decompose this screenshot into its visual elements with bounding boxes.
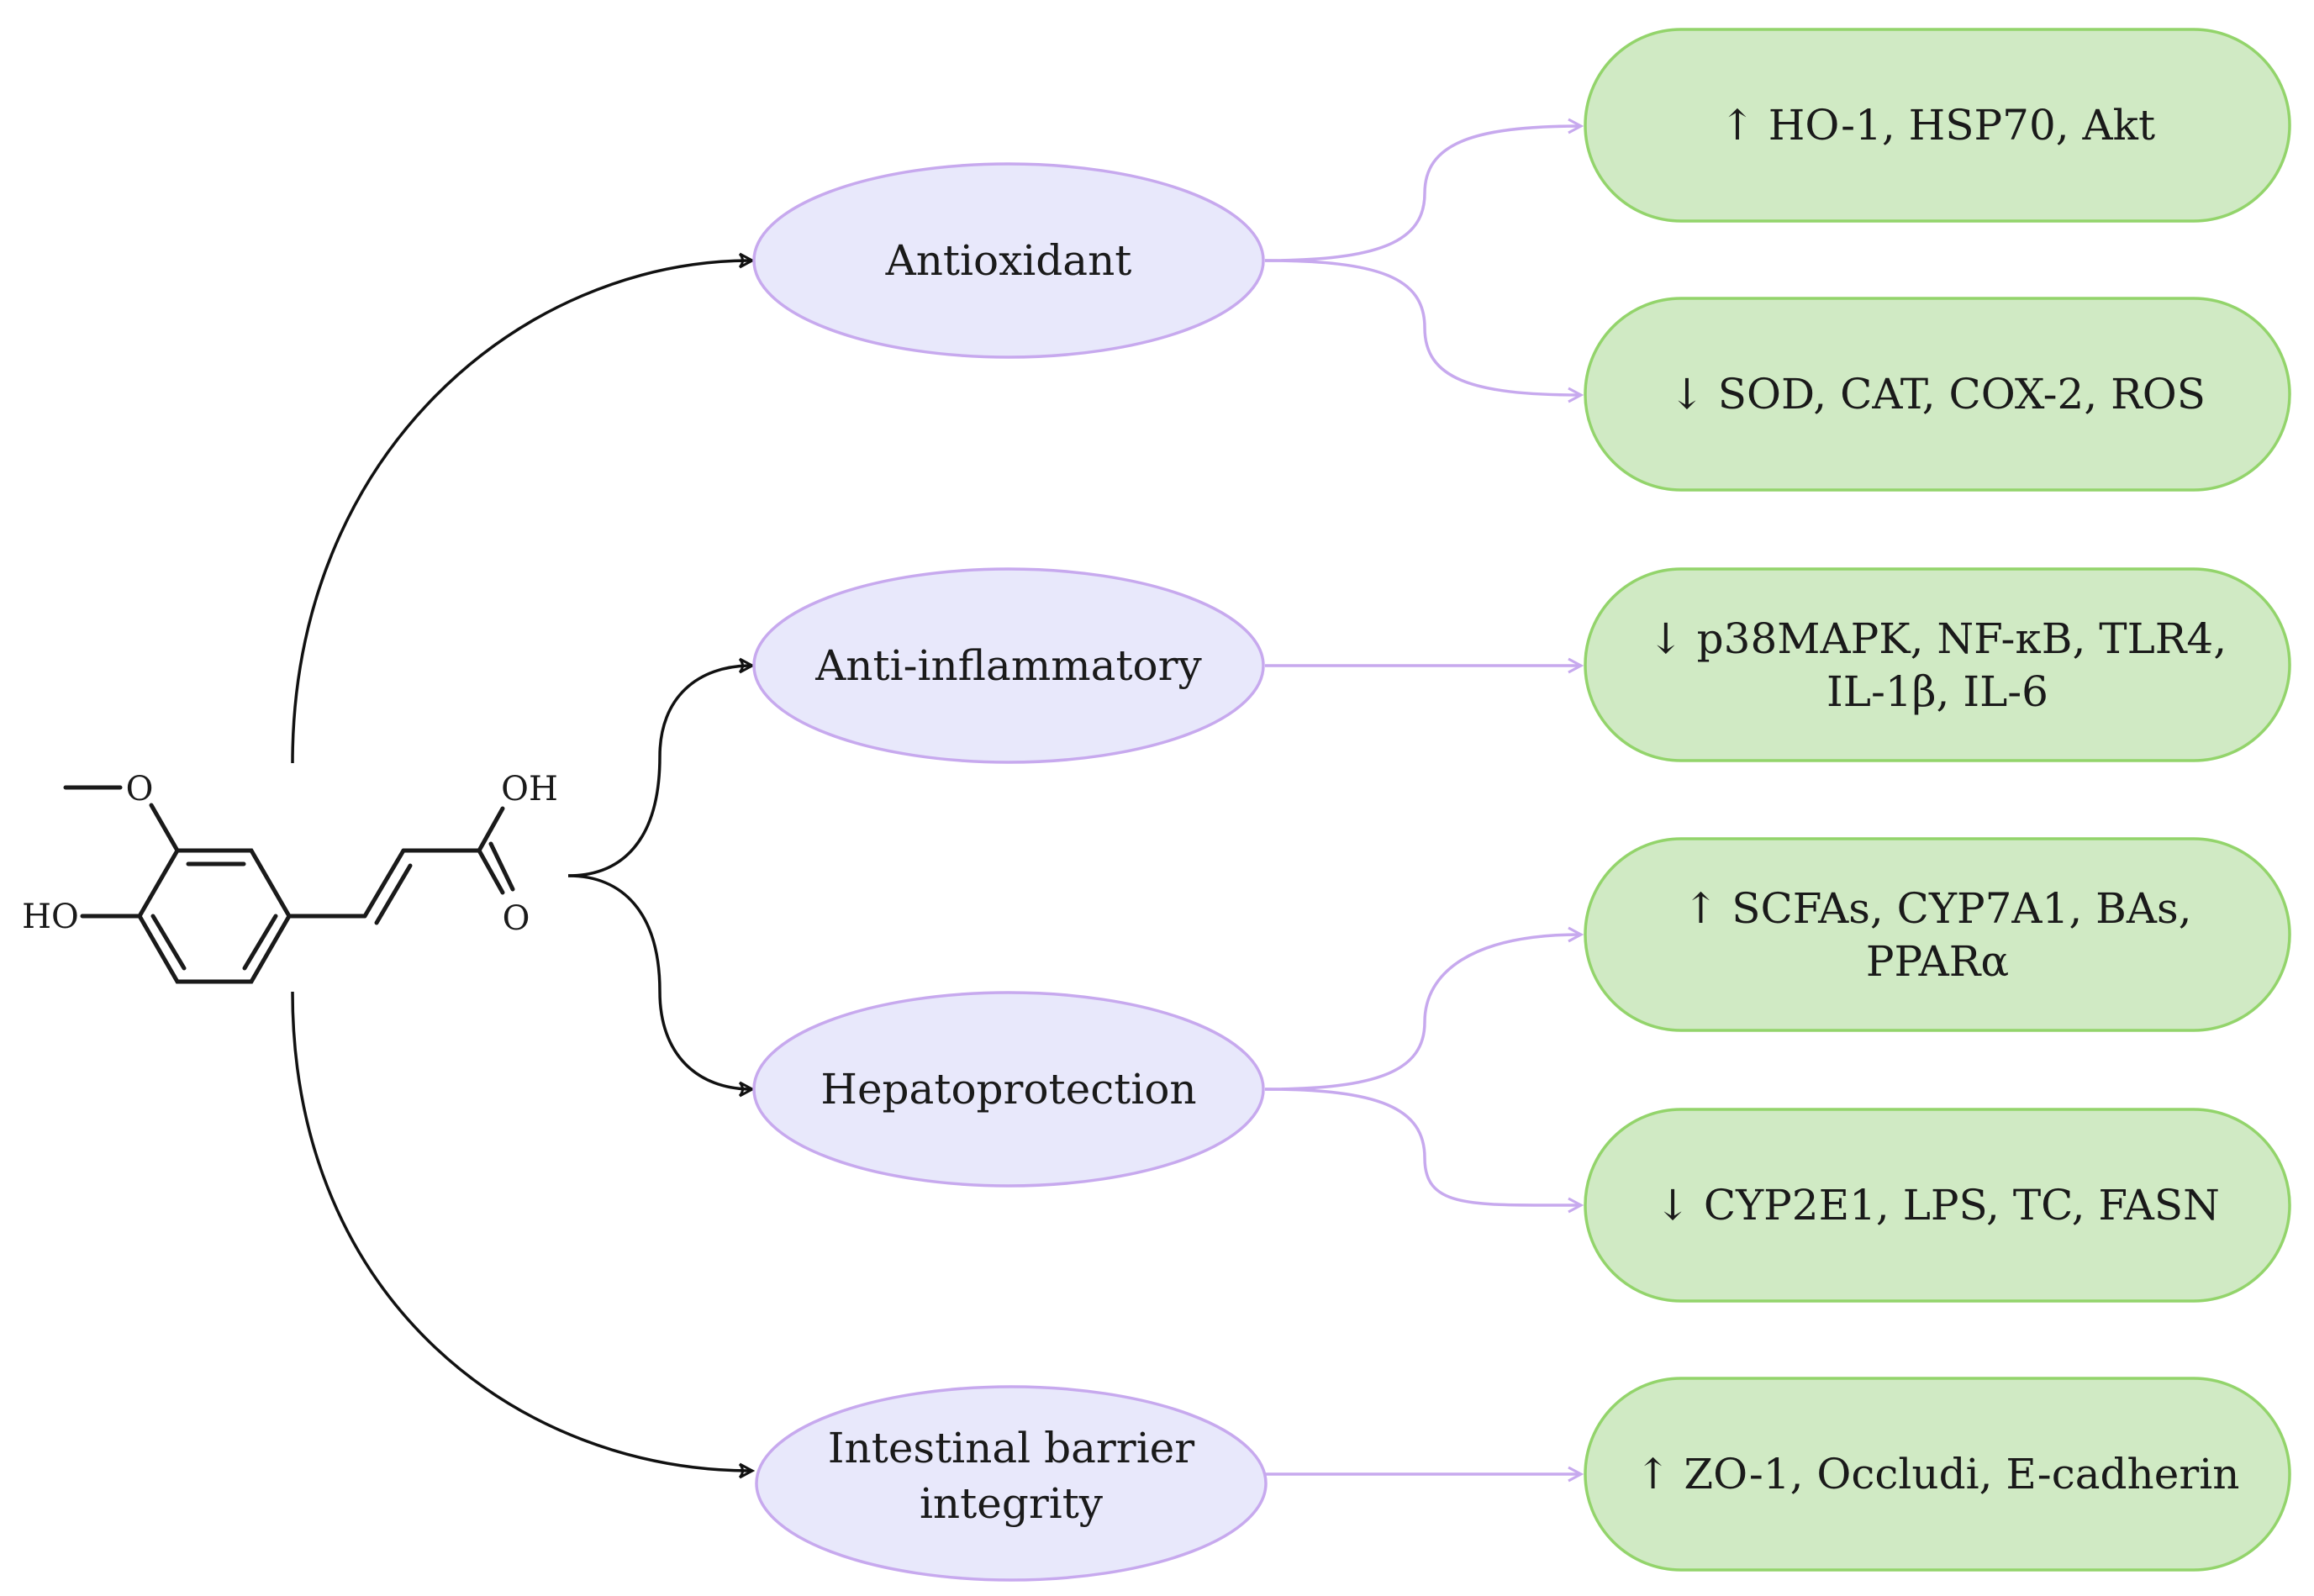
- effect-pill: [1584, 567, 2291, 762]
- arrow-to-intestinal-barrier: [291, 991, 751, 1471]
- effect-pill: [1584, 1377, 2291, 1572]
- effect-label: ↑ ZO-1, Occludi, E-cadherin: [1636, 1450, 2240, 1499]
- acid-hydroxyl-label: OH: [501, 770, 558, 809]
- carbonyl-oxygen-label: O: [503, 899, 530, 938]
- arrow-to-hepatoprotection: [567, 874, 751, 1089]
- effect-antioxidant-down: ↓ SOD, CAT, COX-2, ROS: [1584, 297, 2291, 492]
- effect-antioxidant-up: ↑ HO-1, HSP70, Akt: [1584, 28, 2291, 223]
- category-label-line-1: Intestinal barrier: [828, 1424, 1194, 1472]
- category-label: Antioxidant: [885, 236, 1132, 285]
- molecule-arrows: [291, 261, 751, 1471]
- arrow-to-anti-inflammatory: [567, 666, 751, 877]
- effect-label-line-2: IL-1β, IL-6: [1826, 667, 2048, 716]
- category-antioxidant: Antioxidant: [752, 162, 1265, 359]
- category-ellipse: [752, 567, 1265, 764]
- category-ellipse: [752, 991, 1265, 1188]
- effect-intestinal-barrier-up: ↑ ZO-1, Occludi, E-cadherin: [1584, 1377, 2291, 1572]
- arrow-hepatoprotection-down: [1264, 1088, 1580, 1205]
- methoxy-oxygen-label: O: [126, 770, 154, 809]
- hydroxyl-label: HO: [22, 898, 79, 936]
- ferulic-acid-molecule: O HO OH O: [22, 770, 558, 984]
- category-label: Anti-inflammatory: [814, 641, 1202, 690]
- effect-pill: [1584, 837, 2291, 1032]
- effect-label-line-1: ↑ SCFAs, CYP7A1, BAs,: [1683, 884, 2191, 933]
- arrow-to-antioxidant: [291, 261, 751, 764]
- arrow-antioxidant-up: [1264, 126, 1580, 262]
- effect-hepatoprotection-up: ↑ SCFAs, CYP7A1, BAs, PPARα: [1584, 837, 2291, 1032]
- category-label-line-2: integrity: [920, 1479, 1104, 1528]
- arrow-antioxidant-down: [1264, 259, 1580, 395]
- category-anti-inflammatory: Anti-inflammatory: [752, 567, 1265, 764]
- category-label: Hepatoprotection: [820, 1065, 1196, 1114]
- effect-label-line-1: ↓ p38MAPK, NF-κB, TLR4,: [1648, 614, 2227, 663]
- category-intestinal-barrier: Intestinal barrier integrity: [755, 1385, 1268, 1582]
- arrow-hepatoprotection-up: [1264, 935, 1580, 1091]
- category-ellipse: [755, 1385, 1268, 1582]
- effect-pill: [1584, 28, 2291, 223]
- effect-label: ↓ SOD, CAT, COX-2, ROS: [1669, 370, 2206, 419]
- effect-label: ↓ CYP2E1, LPS, TC, FASN: [1655, 1181, 2220, 1230]
- effect-arrows: [1264, 126, 1580, 1474]
- category-ellipse: [752, 162, 1265, 359]
- effect-anti-inflammatory: ↓ p38MAPK, NF-κB, TLR4, IL-1β, IL-6: [1584, 567, 2291, 762]
- effect-hepatoprotection-down: ↓ CYP2E1, LPS, TC, FASN: [1584, 1108, 2291, 1303]
- effect-label: ↑ HO-1, HSP70, Akt: [1720, 101, 2155, 150]
- effect-pill: [1584, 297, 2291, 492]
- effect-pill: [1584, 1108, 2291, 1303]
- category-hepatoprotection: Hepatoprotection: [752, 991, 1265, 1188]
- effect-label-line-2: PPARα: [1866, 937, 2009, 986]
